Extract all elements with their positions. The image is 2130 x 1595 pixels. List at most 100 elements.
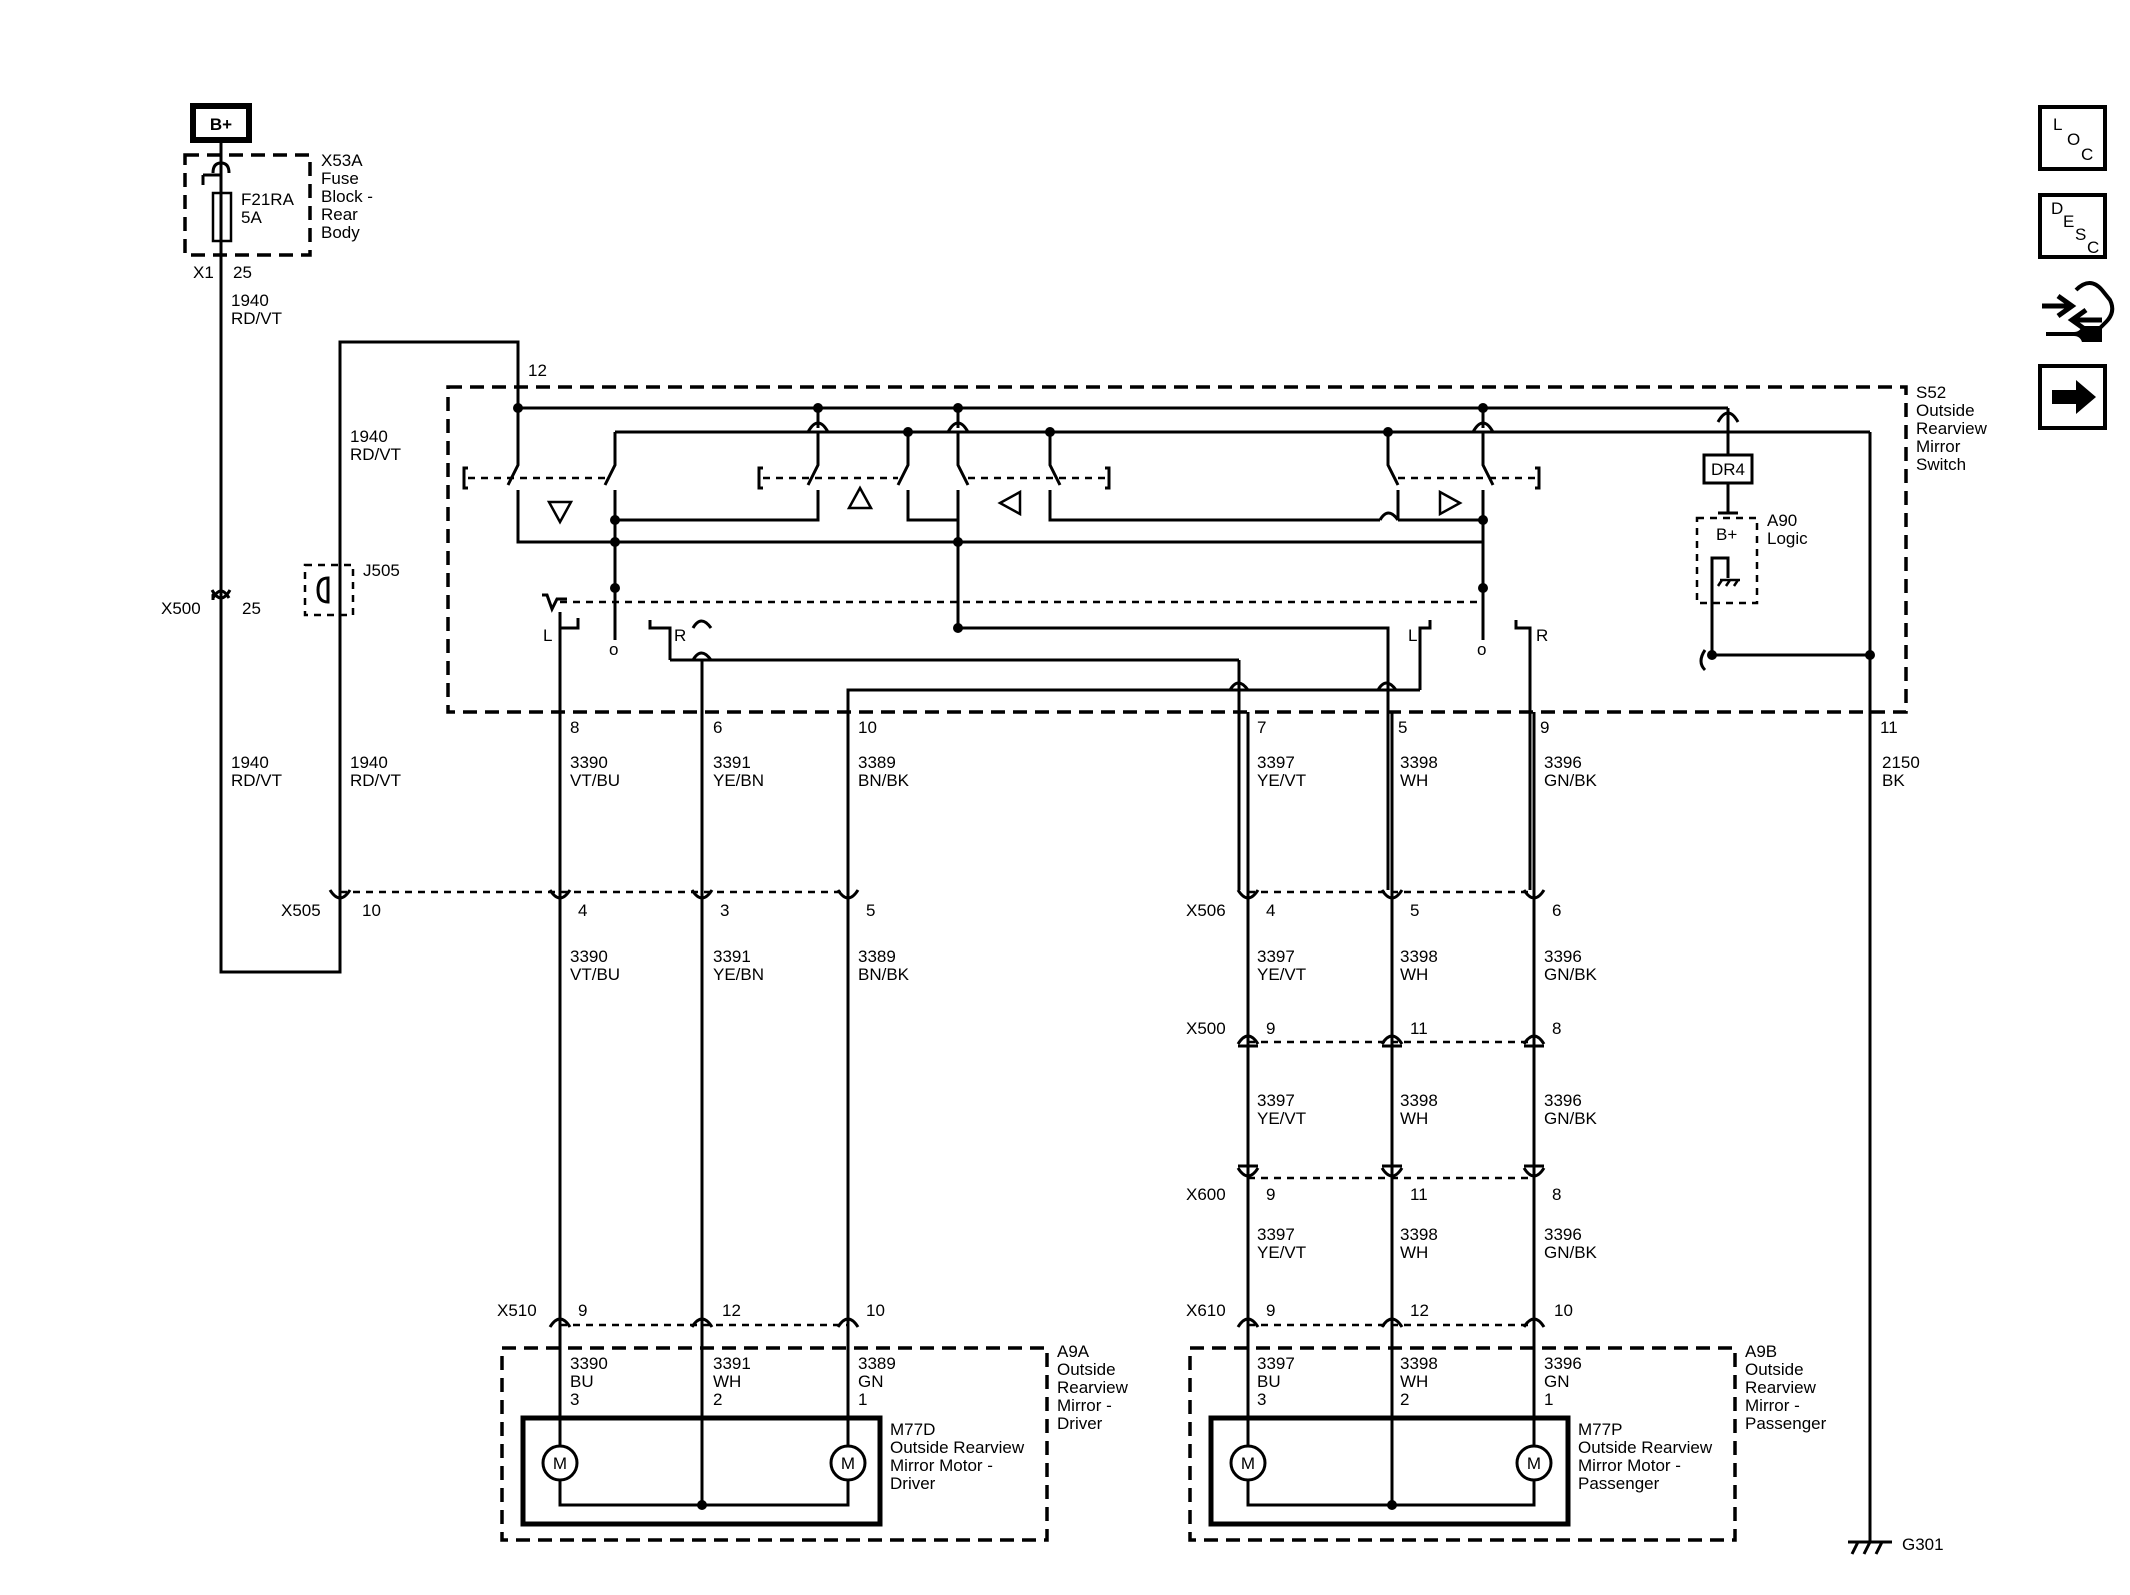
psg-w1-pin: 3 (1257, 1390, 1266, 1409)
psg-w1-col: BU (1257, 1372, 1281, 1391)
w3397-b-col: YE/VT (1257, 965, 1306, 984)
x610-id: X610 (1186, 1301, 1226, 1320)
fuse-block-name-4: Body (321, 223, 360, 242)
psg-w2-col: WH (1400, 1372, 1428, 1391)
logic-id: A90 (1767, 511, 1797, 530)
passenger-motor-name-3: Passenger (1578, 1474, 1660, 1493)
desc-letter-c: C (2087, 238, 2099, 257)
sel-o2: o (1477, 640, 1486, 659)
psg-w1-num: 3397 (1257, 1354, 1295, 1373)
x510-pin-12: 12 (722, 1301, 741, 1320)
drv-w2-num: 3391 (713, 1354, 751, 1373)
battery-label: B+ (210, 115, 232, 134)
down-arrow-icon (546, 500, 574, 525)
w3390-b-num: 3390 (570, 947, 608, 966)
wire-1940-b-num: 1940 (231, 753, 269, 772)
wire-1940-a-color: RD/VT (231, 309, 282, 328)
sel-r1: R (674, 626, 686, 645)
x500-id: X500 (1186, 1019, 1226, 1038)
driver-mirror-name-2: Rearview (1057, 1378, 1129, 1397)
sel-l2: L (1408, 626, 1417, 645)
splice-j505-id: J505 (363, 561, 400, 580)
fuse-block-name-3: Rear (321, 205, 358, 224)
x506-id: X506 (1186, 901, 1226, 920)
fuse-name-line-2: 5A (241, 208, 262, 227)
connector-views-icon[interactable] (2042, 281, 2115, 342)
w3398-b-col: WH (1400, 965, 1428, 984)
w3391-b-num: 3391 (713, 947, 751, 966)
loc-button[interactable]: L O C (2038, 105, 2107, 171)
passenger-mirror-outline (1188, 1346, 1737, 1542)
psg-w3-num: 3396 (1544, 1354, 1582, 1373)
w2150-col: BK (1882, 771, 1905, 790)
x600-id: X600 (1186, 1185, 1226, 1204)
switch-pin-10: 10 (858, 718, 877, 737)
driver-motor-name-2: Mirror Motor - (890, 1456, 993, 1475)
wire-1940-a-num: 1940 (231, 291, 269, 310)
drv-w2-pin: 2 (713, 1390, 722, 1409)
x506-pin-6: 6 (1552, 901, 1561, 920)
drv-w1-pin: 3 (570, 1390, 579, 1409)
fuse-block-name-1: Fuse (321, 169, 359, 188)
wire-1940-e-num: 1940 (350, 753, 388, 772)
w3396-c-col: GN/BK (1544, 1109, 1598, 1128)
next-page-arrow-icon (2052, 380, 2096, 414)
fuse-block-outline (183, 153, 312, 257)
w3398-d-num: 3398 (1400, 1225, 1438, 1244)
driver-mirror-name-3: Mirror - (1057, 1396, 1112, 1415)
wire-1940-c-color: RD/VT (350, 445, 401, 464)
next-page-button[interactable] (2038, 364, 2107, 430)
x510-id: X510 (497, 1301, 537, 1320)
switch-pin-6: 6 (713, 718, 722, 737)
x500-top-id: X500 (161, 599, 201, 618)
x505-pin-3: 3 (720, 901, 729, 920)
wire-1940-c-num: 1940 (350, 427, 388, 446)
w3396-d-num: 3396 (1544, 1225, 1582, 1244)
x505-id: X505 (281, 901, 321, 920)
desc-letter-d: D (2051, 199, 2063, 218)
driver-motor-name-3: Driver (890, 1474, 936, 1493)
w3397-a-num: 3397 (1257, 753, 1295, 772)
w3389-a-col: BN/BK (858, 771, 910, 790)
x506-pin-4: 4 (1266, 901, 1275, 920)
passenger-motor-name-2: Mirror Motor - (1578, 1456, 1681, 1475)
w3396-a-num: 3396 (1544, 753, 1582, 772)
x505-pin-5: 5 (866, 901, 875, 920)
x610-pin-9: 9 (1266, 1301, 1275, 1320)
ground-id: G301 (1902, 1535, 1944, 1554)
switch-name-4: Switch (1916, 455, 1966, 474)
fuse-name-line-1: F21RA (241, 190, 295, 209)
desc-letter-e: E (2063, 212, 2074, 231)
w3391-a-num: 3391 (713, 753, 751, 772)
passenger-motor-name-1: Outside Rearview (1578, 1438, 1713, 1457)
x600-pin-11: 11 (1410, 1185, 1428, 1204)
w3398-b-num: 3398 (1400, 947, 1438, 966)
desc-letter-s: S (2075, 225, 2086, 244)
psg-w3-col: GN (1544, 1372, 1570, 1391)
up-arrow-icon (846, 485, 874, 510)
w3398-c-col: WH (1400, 1109, 1428, 1128)
switch-name-3: Mirror (1916, 437, 1961, 456)
driver-mirror-id: A9A (1057, 1342, 1090, 1361)
w3390-a-num: 3390 (570, 753, 608, 772)
right-arrow-icon (1438, 489, 1463, 517)
drv-w3-num: 3389 (858, 1354, 896, 1373)
w3396-c-num: 3396 (1544, 1091, 1582, 1110)
driver-mirror-name-1: Outside (1057, 1360, 1116, 1379)
driver-motor-2-label: M (841, 1454, 855, 1473)
fuse-block-id: X53A (321, 151, 363, 170)
logic-bplus: B+ (1716, 525, 1737, 544)
w3396-b-col: GN/BK (1544, 965, 1598, 984)
driver-motor-id: M77D (890, 1420, 935, 1439)
x510-pin-10: 10 (866, 1301, 885, 1320)
w3397-d-num: 3397 (1257, 1225, 1295, 1244)
fuse-block-name-2: Block - (321, 187, 373, 206)
passenger-mirror-name-3: Mirror - (1745, 1396, 1800, 1415)
loc-letter-l: L (2053, 115, 2062, 134)
x500-pin-8: 8 (1552, 1019, 1561, 1038)
w3389-b-num: 3389 (858, 947, 896, 966)
desc-button[interactable]: D E S C (2038, 193, 2107, 259)
splice-j505-outline (303, 563, 355, 617)
w3398-a-num: 3398 (1400, 753, 1438, 772)
left-arrow-icon (997, 489, 1022, 517)
